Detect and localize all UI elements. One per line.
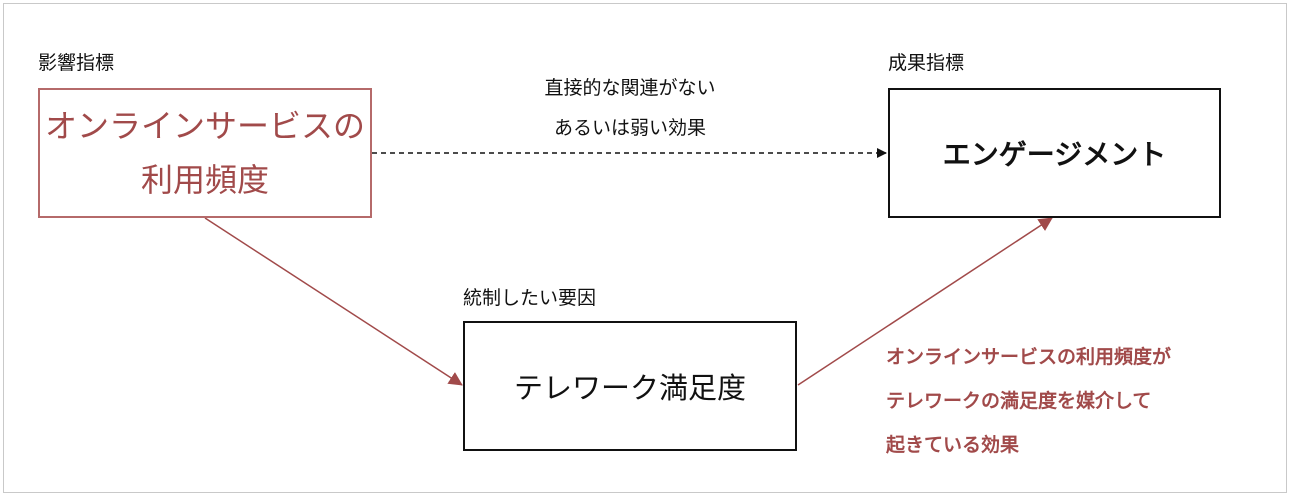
control-factor-box: テレワーク満足度: [463, 321, 797, 451]
outcome-box-text: エンゲージメント: [942, 138, 1167, 171]
mediated-effect-line1: オンラインサービスの利用頻度が: [886, 346, 1172, 368]
outcome-indicator-box: エンゲージメント: [888, 88, 1221, 218]
outcome-indicator-heading: 成果指標: [888, 52, 965, 74]
direct-effect-line1: 直接的な関連がない: [544, 77, 716, 99]
direct-effect-label: 直接的な関連がない あるいは弱い効果: [470, 68, 790, 148]
diagram-frame: [3, 3, 1287, 493]
influence-indicator-box: オンラインサービスの 利用頻度: [38, 88, 372, 218]
control-box-text: テレワーク満足度: [513, 371, 746, 405]
mediated-effect-label: オンラインサービスの利用頻度が テレワークの満足度を媒介して 起きている効果: [886, 335, 1171, 467]
direct-effect-line2: あるいは弱い効果: [553, 117, 706, 139]
influence-indicator-heading: 影響指標: [38, 52, 115, 74]
mediated-effect-line3: 起きている効果: [886, 434, 1020, 456]
control-to-outcome-arrow: [797, 217, 1053, 386]
influence-to-control-arrow: [204, 217, 463, 386]
mediated-effect-line2: テレワークの満足度を媒介して: [886, 390, 1152, 412]
influence-box-line2: 利用頻度: [140, 161, 269, 199]
control-factor-heading: 統制したい要因: [463, 287, 597, 309]
influence-box-line1: オンラインサービスの: [44, 107, 365, 145]
